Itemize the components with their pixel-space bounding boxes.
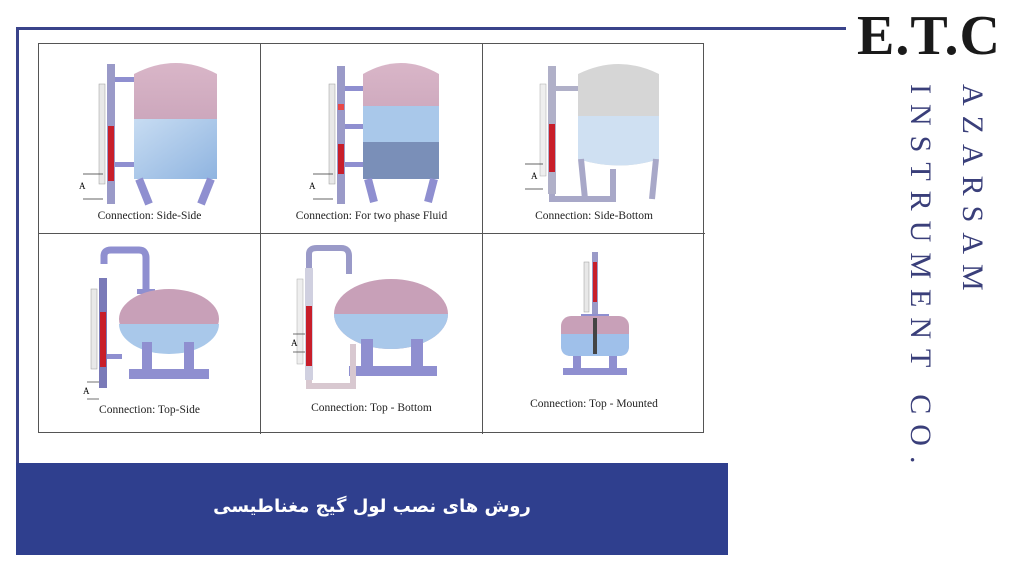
diagram-top-mounted: Connection: Top - Mounted [483, 234, 705, 434]
diagram-top-bottom: A Connection: Top - Bottom [261, 234, 483, 434]
dimension-a-label: A [291, 338, 298, 348]
side-bottom-illustration: A [525, 64, 659, 202]
dimension-a-label: A [83, 386, 90, 396]
diagram-side-bottom: A Connection: Side-Bottom [483, 44, 705, 234]
company-logo: E.T.C [857, 5, 1001, 67]
title-banner: روش های نصب لول گیج مغناطیسی [16, 463, 728, 555]
frame-line-top [16, 27, 846, 30]
dimension-a-label: A [79, 181, 86, 191]
dimension-a-label: A [309, 181, 316, 191]
banner-title: روش های نصب لول گیج مغناطیسی [213, 496, 531, 517]
side-side-illustration: A [79, 63, 217, 206]
diagram-caption: Connection: Side-Bottom [535, 210, 653, 222]
diagram-caption: Connection: Side-Side [97, 210, 202, 222]
diagram-caption: Connection: Top - Mounted [530, 398, 658, 410]
frame-line-left [16, 27, 19, 467]
two-phase-illustration: A [309, 63, 439, 204]
company-name-vertical: AZARSAM [956, 84, 989, 301]
company-suffix-vertical: INSTRUMENT CO. [904, 84, 937, 474]
diagram-caption: Connection: Top - Bottom [311, 402, 432, 414]
top-bottom-illustration: A [291, 245, 448, 389]
diagram-caption: Connection: For two phase Fluid [295, 210, 448, 222]
top-side-illustration: A [83, 246, 219, 400]
diagram-two-phase: A Connection: For two phase Fluid [261, 44, 483, 234]
dimension-a-label: A [531, 171, 538, 181]
diagram-top-side: A Connection: Top-Side [39, 234, 261, 434]
connection-diagram-grid: A Connection: Side-Side A C [38, 43, 705, 434]
top-mounted-illustration [561, 252, 629, 375]
diagram-caption: Connection: Top-Side [99, 404, 200, 416]
diagram-side-side: A Connection: Side-Side [39, 44, 261, 234]
